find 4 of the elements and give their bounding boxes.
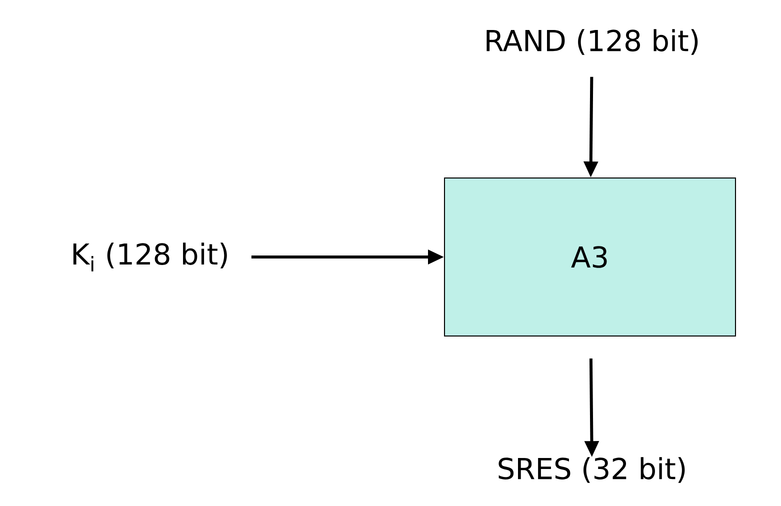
process-box: A3 [444, 178, 736, 336]
text-label: SRES (32 bit) [498, 457, 685, 483]
text-label: RAND (128 bit) [486, 29, 698, 55]
text-label: K$_{i}$ (128 bit) [73, 242, 227, 272]
